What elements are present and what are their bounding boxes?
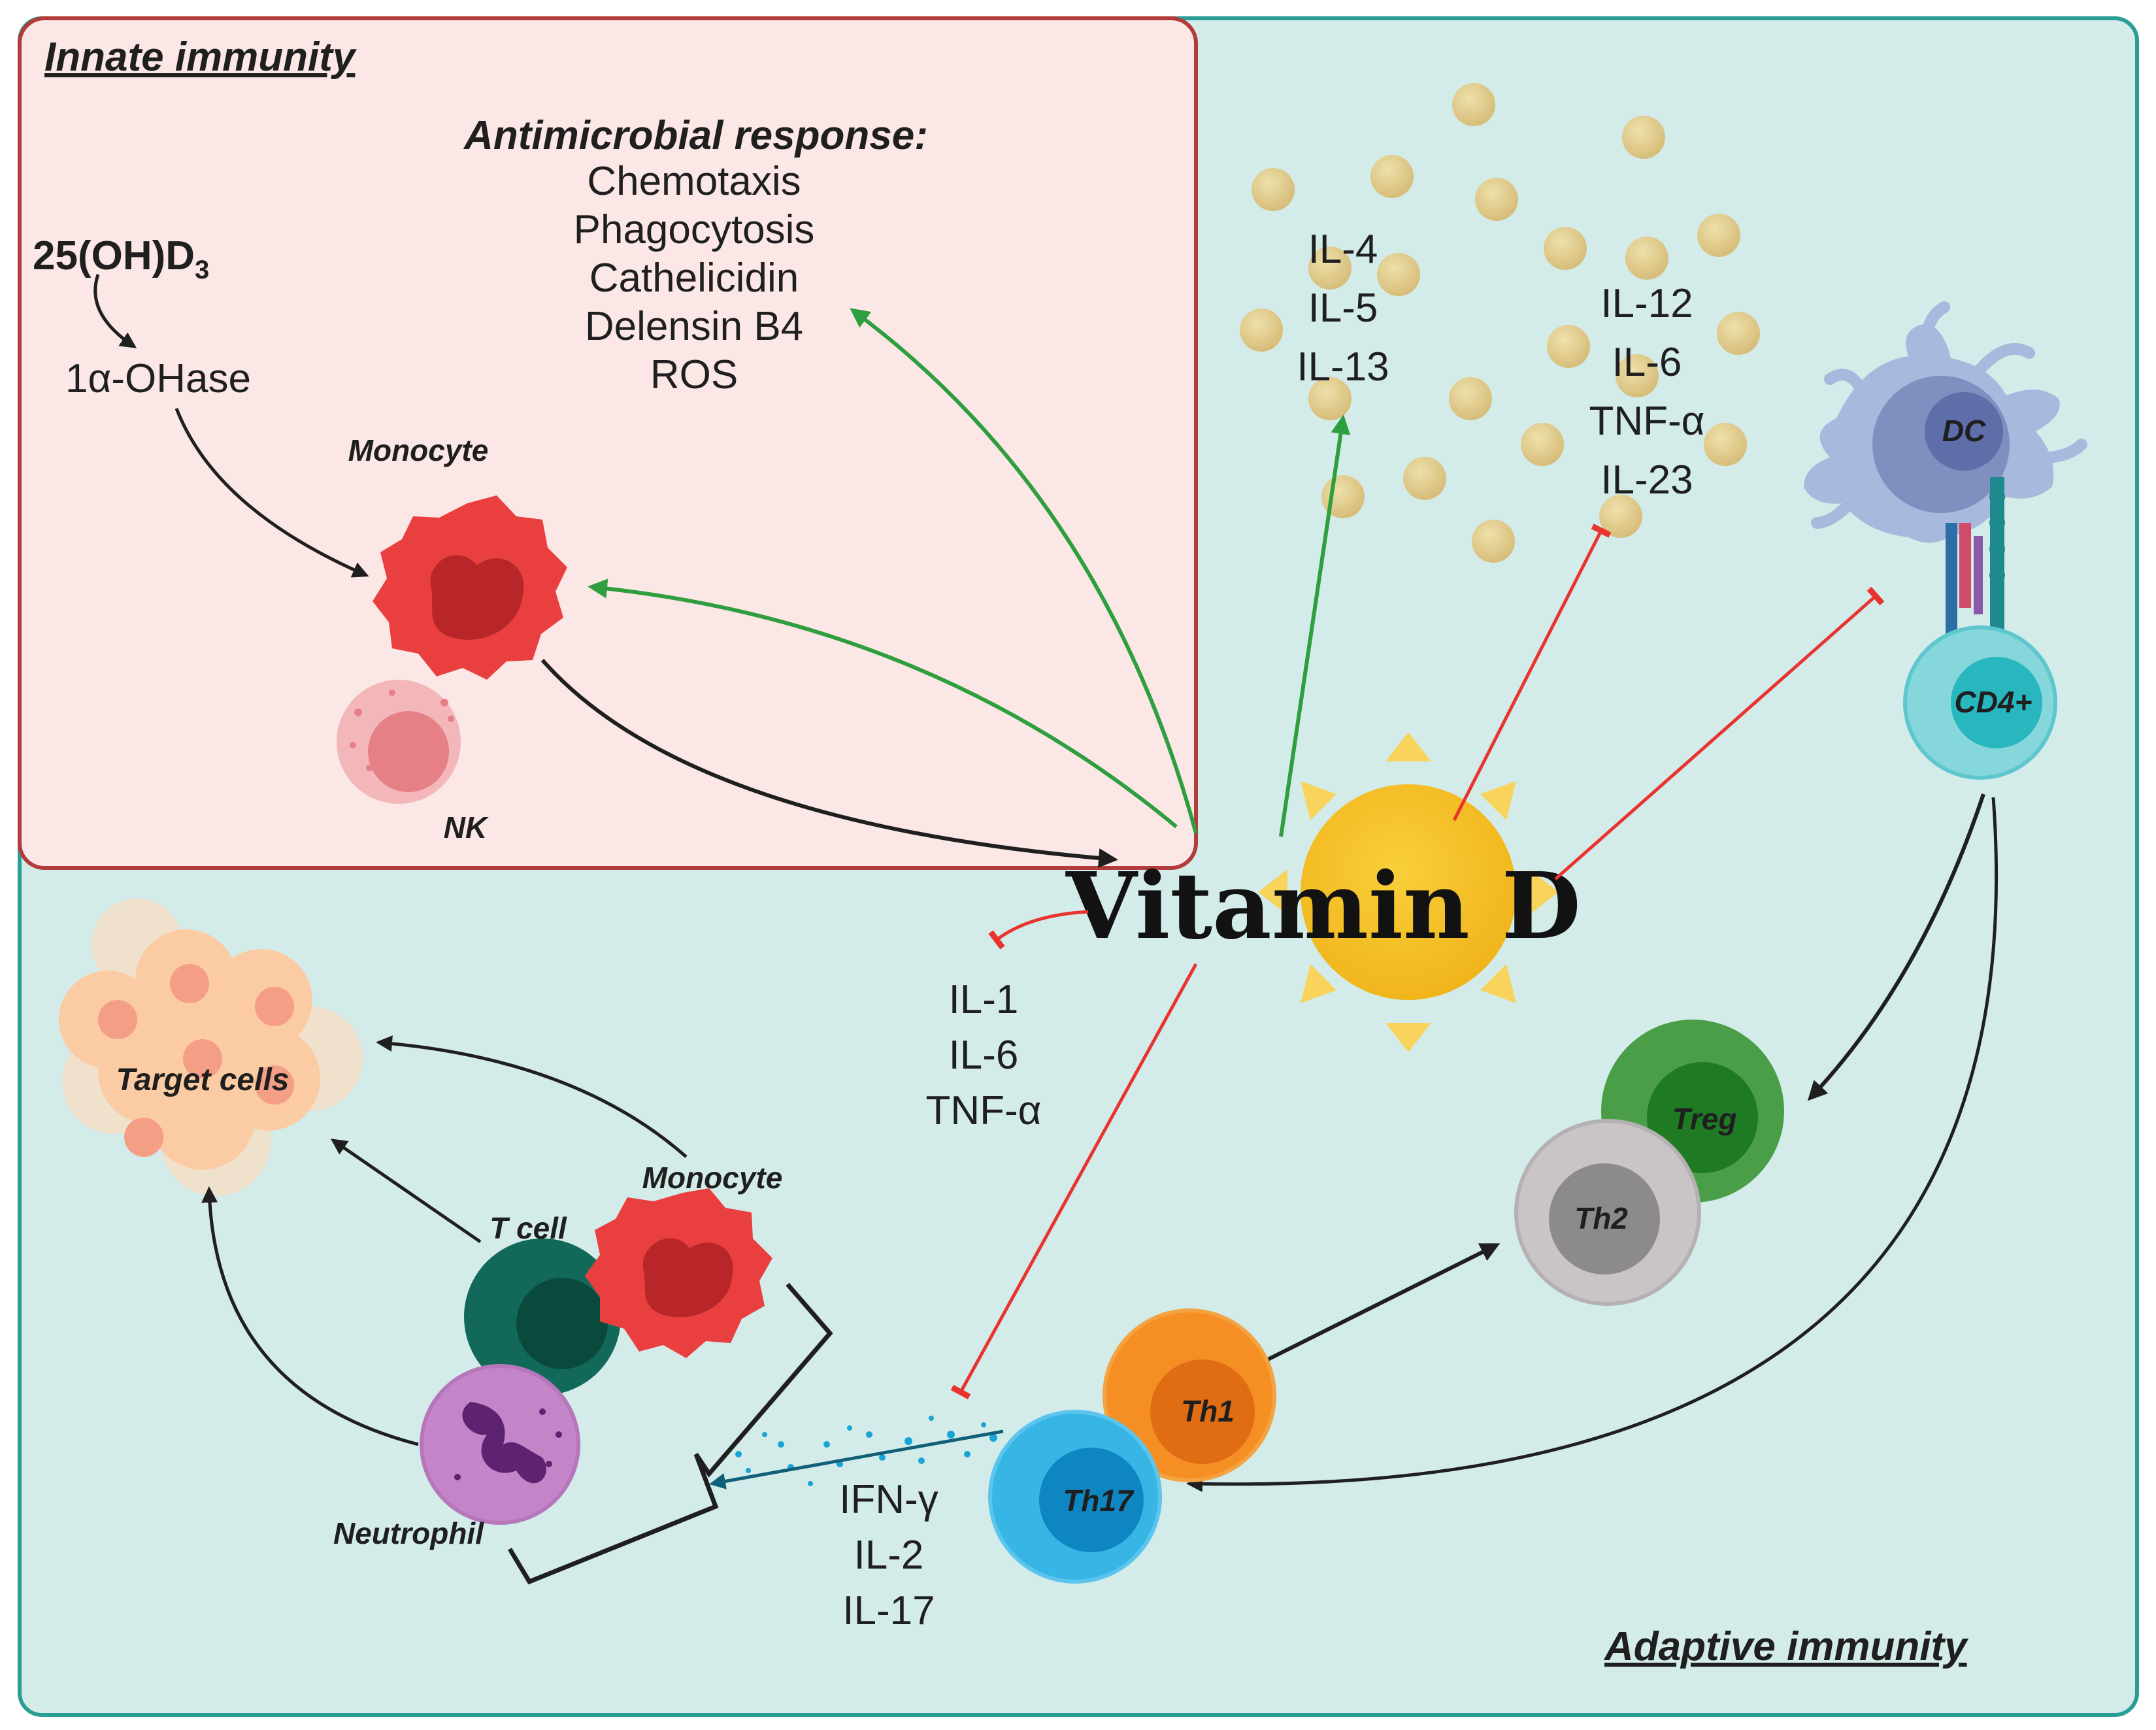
- arrow-monocyte-to-vitd: [540, 659, 1118, 868]
- sun-icon: [1258, 732, 1559, 1052]
- precursor-to-enzyme-arrow: [93, 274, 137, 348]
- cytokine-monocyte-item: IL-1: [949, 977, 1019, 1022]
- th2-label: Th2: [1574, 1201, 1628, 1235]
- arrow-tcell-to-target: [330, 1139, 482, 1244]
- target-cells-cluster: [59, 899, 363, 1196]
- antimicrobial-item: Phagocytosis: [574, 207, 815, 252]
- tcell-label: T cell: [489, 1211, 567, 1245]
- inhibit-vitd-to-inflammatory: [1452, 524, 1612, 822]
- arrow-cd4-to-th17: [1186, 797, 1998, 1492]
- neutrophil-label: Neutrophil: [333, 1516, 484, 1550]
- cytokine-th17-item: IL-2: [854, 1533, 924, 1578]
- nk-label: NK: [444, 810, 489, 844]
- secretion-dots: [735, 1416, 997, 1486]
- antimicrobial-title: Antimicrobial response:: [463, 113, 928, 158]
- innate-panel: [18, 16, 1198, 870]
- arrow-vitd-to-th2-cytokines: [1279, 414, 1351, 837]
- arrow-vitd-to-monocyte: [588, 578, 1178, 829]
- innate-title: Innate immunity: [44, 35, 357, 80]
- target-cells-label: Target cells: [116, 1063, 289, 1097]
- cytokine-beads: [1240, 83, 1760, 563]
- arrow-th17-secretion: [709, 1429, 1004, 1489]
- th1-label: Th1: [1181, 1394, 1235, 1428]
- inhibit-vitd-to-th17-cytokines: [950, 963, 1198, 1400]
- arrow-cd4-to-treg: [1807, 793, 1985, 1101]
- cytokine-inflammatory-item: IL-6: [1612, 340, 1682, 385]
- cd4-label: CD4+: [1955, 685, 2032, 719]
- monocyte-top-cell: [373, 495, 567, 680]
- receptor-complex: [1946, 477, 2005, 634]
- treg-label: Treg: [1672, 1102, 1737, 1136]
- vitamin-d-label: Vitamin D: [1065, 853, 1581, 960]
- cytokine-inflammatory-item: TNF-α: [1589, 399, 1704, 444]
- antimicrobial-item: Delensin B4: [585, 304, 803, 349]
- inhibit-vitd-to-monocyte-cytokines: [988, 910, 1089, 950]
- neutrophil-cell: [420, 1364, 580, 1525]
- enzyme-label: 1α-OHase: [65, 356, 251, 401]
- cytokine-inflammatory-item: IL-12: [1600, 281, 1693, 326]
- antimicrobial-item: Chemotaxis: [587, 159, 801, 204]
- cytokine-th2-item: IL-5: [1308, 286, 1378, 331]
- enzyme-to-monocyte-arrow: [174, 408, 369, 578]
- th17-label: Th17: [1063, 1484, 1135, 1518]
- cytokine-th2-item: IL-13: [1297, 344, 1389, 390]
- cytokine-th17-item: IL-17: [842, 1588, 935, 1633]
- arrow-neutrophil-to-target: [201, 1186, 419, 1446]
- monocyte-top-label: Monocyte: [348, 433, 489, 467]
- th2-cell: [1514, 1119, 1701, 1306]
- monocyte-bottom-cell: [585, 1188, 772, 1358]
- cytokine-monocyte-item: IL-6: [949, 1033, 1019, 1078]
- arrow-monocyte-to-target: [376, 1035, 688, 1158]
- monocyte-bottom-label: Monocyte: [642, 1161, 783, 1195]
- arrow-vitd-to-antimicrobial: [850, 308, 1198, 834]
- cytokine-monocyte-item: TNF-α: [925, 1088, 1041, 1133]
- adaptive-title: Adaptive immunity: [1603, 1624, 1969, 1669]
- cytokine-th17-item: IFN-γ: [839, 1477, 938, 1522]
- antimicrobial-item: Cathelicidin: [589, 256, 799, 301]
- th1-cell: [1103, 1308, 1276, 1482]
- nk-cell: [337, 680, 461, 804]
- cd4-cell: [1903, 625, 2057, 780]
- tcell-cell: [464, 1239, 621, 1395]
- arrow-th1-to-th2: [1267, 1243, 1501, 1361]
- dc-label: DC: [1942, 414, 1986, 448]
- precursor-label: 25(OH)D3: [33, 233, 209, 284]
- cytokine-th2-item: IL-4: [1308, 227, 1378, 272]
- th17-cell: [988, 1410, 1162, 1584]
- cytokine-inflammatory-item: IL-23: [1600, 457, 1693, 503]
- antimicrobial-item: ROS: [650, 352, 738, 397]
- effector-bracket: [507, 1282, 833, 1585]
- inhibit-vitd-to-dc-cd4: [1554, 586, 1885, 880]
